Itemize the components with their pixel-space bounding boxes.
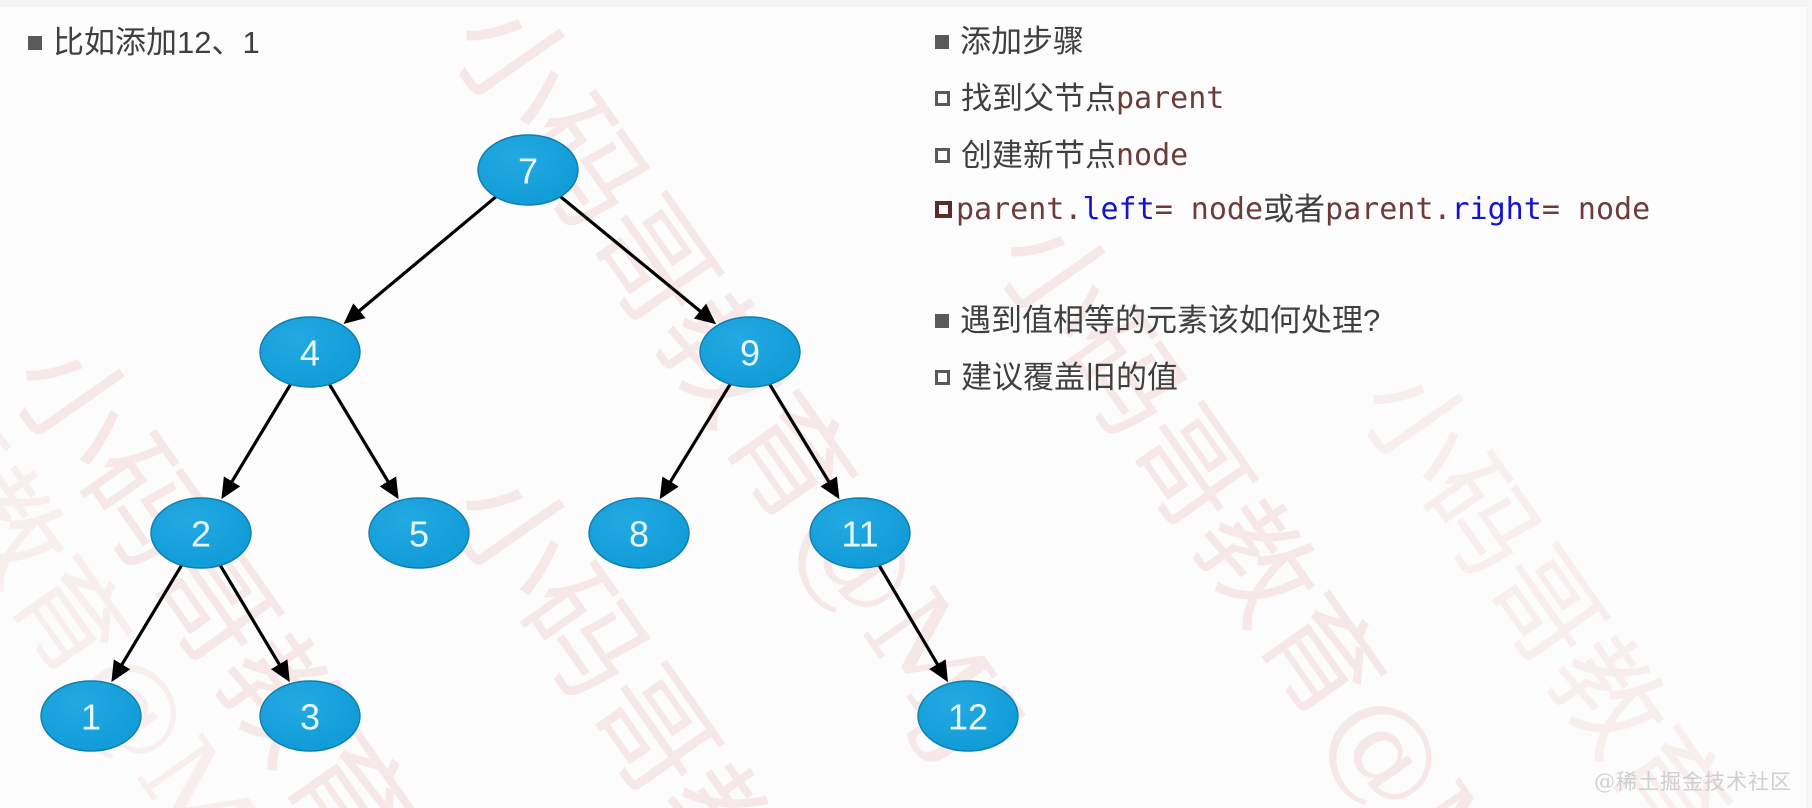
tree-edge-n4-n5 (327, 383, 399, 500)
tree-node-8[interactable]: 8 (588, 497, 690, 569)
left-heading: 比如添加12、1 (28, 27, 260, 58)
tree-node-shape (259, 680, 361, 752)
tree-node-label: 7 (518, 151, 538, 192)
tree-node-shape (368, 497, 470, 569)
tree-node-label: 8 (629, 514, 649, 555)
right-group1-item-2-code: node (1116, 137, 1189, 173)
code-seg-parent-dot-2: parent. (1325, 191, 1452, 227)
tree-node-shape (699, 316, 801, 388)
tree-node-2[interactable]: 2 (150, 497, 252, 569)
code-seg-cjk-or: 或者 (1263, 192, 1326, 227)
tree-node-label: 5 (409, 514, 429, 555)
tree-edge-n4-n2 (221, 383, 293, 500)
background-watermark: 小码哥教育@MJ (1333, 344, 1812, 808)
slide-top-strip (0, 0, 1812, 7)
left-heading-label: 比如添加12、1 (53, 25, 260, 60)
tree-node-4[interactable]: 4 (259, 316, 361, 388)
right-group2-item-1-label: 建议覆盖旧的值 (961, 360, 1178, 395)
code-seg-left: left (1082, 191, 1155, 227)
tree-edge-n2-n1 (111, 564, 184, 683)
tree-node-label: 9 (740, 333, 760, 374)
tree-node-label: 11 (841, 514, 878, 555)
tree-node-label: 1 (81, 697, 101, 738)
tree-node-12[interactable]: 12 (917, 680, 1019, 752)
right-group1-item-1-code: parent (1116, 80, 1225, 116)
right-group1-heading: 添加步骤 (935, 26, 1084, 57)
right-group1-heading-label: 添加步骤 (960, 24, 1084, 59)
tree-node-shape (477, 134, 579, 206)
code-seg-assign-node-2: = node (1541, 191, 1651, 227)
tree-node-shape (150, 497, 252, 569)
tree-edge-n7-n9 (559, 195, 717, 325)
filled-square-bullet-icon (935, 34, 949, 49)
tree-edge-n11-n12 (877, 564, 948, 683)
right-group2-heading-label: 遇到值相等的元素该如何处理? (960, 303, 1381, 338)
tree-edge-n9-n8 (659, 383, 732, 500)
right-group1-code-line: parent. left = node 或者 parent. right = n… (935, 194, 1650, 225)
right-group2-item-1: 建议覆盖旧的值 (935, 362, 1178, 393)
filled-square-bullet-icon (935, 313, 949, 328)
code-seg-assign-node-1: = node (1154, 191, 1264, 227)
hollow-square-bullet-red-icon (935, 201, 952, 218)
tree-node-label: 12 (948, 697, 988, 738)
slide-right-edge (1806, 0, 1812, 808)
hollow-square-bullet-icon (935, 370, 950, 385)
code-seg-right: right (1451, 191, 1542, 227)
hollow-square-bullet-icon (935, 91, 950, 106)
hollow-square-bullet-icon (935, 148, 950, 163)
right-group1-item-2-cjk: 创建新节点 (961, 138, 1116, 173)
tree-node-shape (259, 316, 361, 388)
tree-edge-n2-n3 (218, 564, 290, 683)
right-group1-item-1: 找到父节点 parent (935, 83, 1224, 114)
corner-watermark: @稀土掘金技术社区 (1594, 770, 1792, 794)
right-group1-item-1-cjk: 找到父节点 (961, 81, 1116, 116)
tree-node-7[interactable]: 7 (477, 134, 579, 206)
tree-node-1[interactable]: 1 (40, 680, 142, 752)
code-seg-parent-dot-1: parent. (956, 191, 1083, 227)
tree-node-label: 3 (300, 697, 320, 738)
filled-square-bullet-icon (28, 35, 42, 50)
tree-node-shape (40, 680, 142, 752)
tree-node-9[interactable]: 9 (699, 316, 801, 388)
tree-node-label: 2 (191, 514, 211, 555)
tree-edges (111, 195, 948, 683)
right-group2-heading: 遇到值相等的元素该如何处理? (935, 305, 1380, 336)
tree-node-shape (809, 497, 911, 569)
tree-node-shape (588, 497, 690, 569)
tree-edge-n7-n4 (343, 195, 498, 325)
right-group1-item-2: 创建新节点 node (935, 140, 1188, 171)
tree-node-11[interactable]: 11 (809, 497, 911, 569)
tree-node-5[interactable]: 5 (368, 497, 470, 569)
tree-node-label: 4 (300, 333, 320, 374)
tree-node-shape (917, 680, 1019, 752)
tree-node-3[interactable]: 3 (259, 680, 361, 752)
tree-edge-n9-n11 (768, 383, 840, 500)
